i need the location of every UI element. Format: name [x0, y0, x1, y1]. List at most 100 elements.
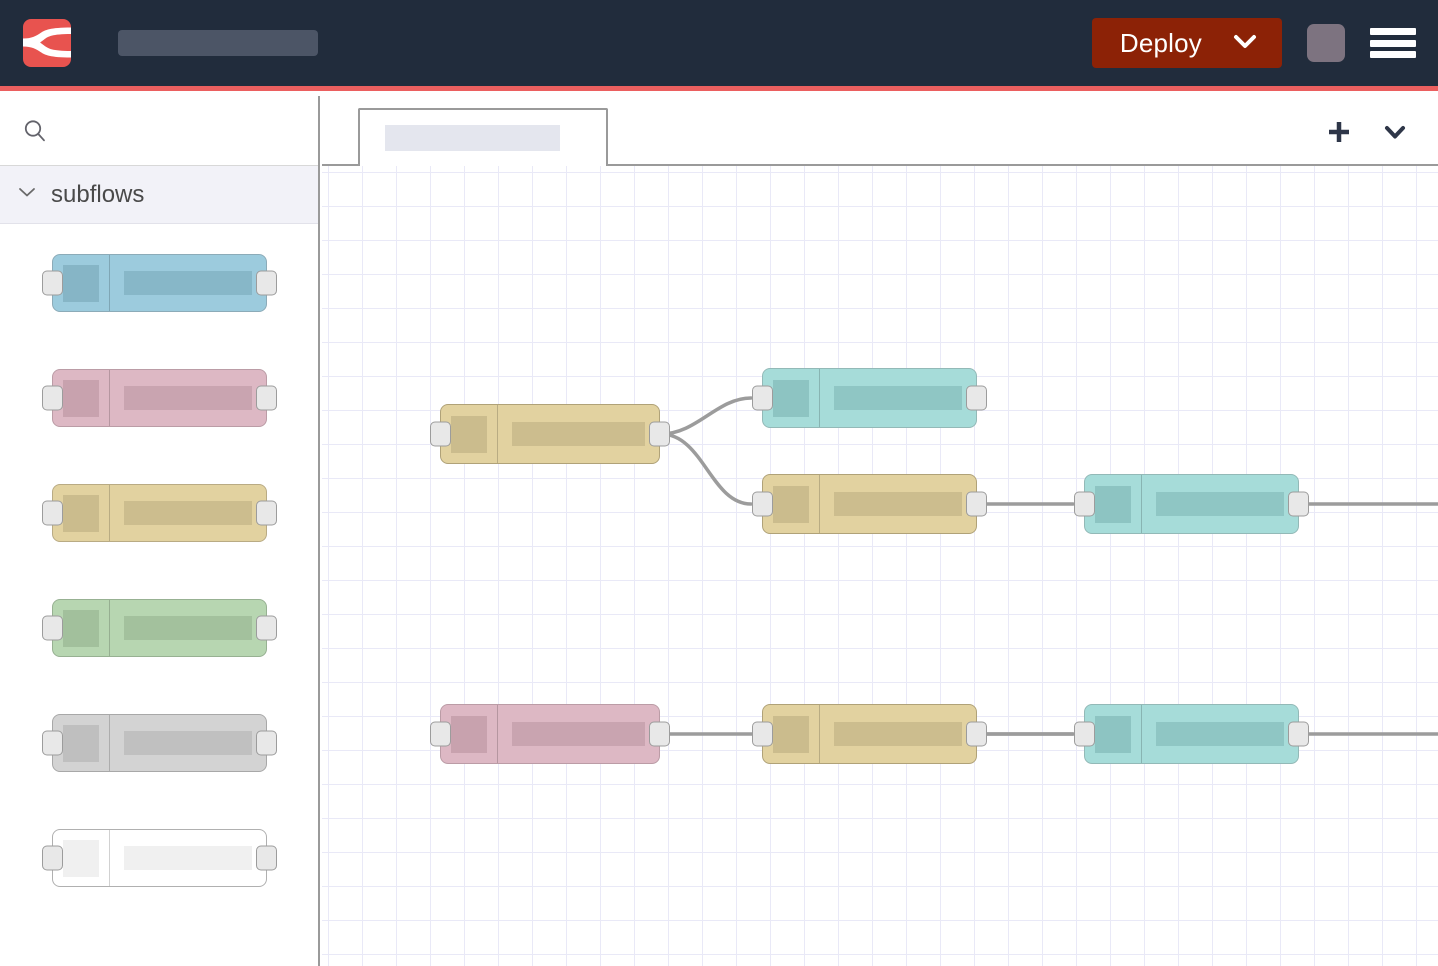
node-input-port[interactable]: [430, 721, 451, 747]
wire-source-to-top-cyan[interactable]: [659, 396, 753, 436]
canvas-node-mid-yellow[interactable]: [752, 474, 987, 534]
canvas-node-bottom-cyan[interactable]: [1074, 704, 1309, 764]
palette-node-4[interactable]: [42, 599, 277, 657]
node-output-port[interactable]: [649, 721, 670, 747]
chevron-down-icon[interactable]: [1380, 121, 1410, 148]
palette-node-icon: [53, 485, 110, 541]
palette-node-icon: [53, 600, 110, 656]
search-input[interactable]: [48, 120, 318, 141]
node-body: [498, 405, 659, 463]
node-output-port[interactable]: [649, 421, 670, 447]
palette-category-subflows[interactable]: subflows: [0, 166, 318, 224]
node-input-port[interactable]: [752, 491, 773, 517]
node-body: [1142, 475, 1298, 533]
palette-node-3[interactable]: [42, 484, 277, 542]
palette-node-output-port[interactable]: [256, 270, 277, 296]
palette-node-output-port[interactable]: [256, 730, 277, 756]
palette-node-icon: [53, 830, 110, 886]
node-icon: [441, 705, 498, 763]
deploy-button-label: Deploy: [1119, 28, 1202, 58]
palette-node-input-port[interactable]: [42, 845, 63, 871]
node-input-port[interactable]: [752, 721, 773, 747]
flow-tab-bar: [322, 96, 1438, 166]
palette-node-input-port[interactable]: [42, 270, 63, 296]
app-header: Deploy: [0, 0, 1438, 91]
node-output-port[interactable]: [966, 491, 987, 517]
plus-icon[interactable]: [1324, 117, 1354, 152]
canvas-node-mid-cyan[interactable]: [1074, 474, 1309, 534]
node-icon: [1085, 475, 1142, 533]
palette-node-label: [124, 386, 252, 410]
node-label: [834, 492, 962, 516]
flow-tab-active[interactable]: [358, 108, 608, 166]
tab-bar-underline: [322, 164, 1438, 166]
canvas-node-bottom-pink[interactable]: [430, 704, 670, 764]
palette-node-input-port[interactable]: [42, 615, 63, 641]
node-output-port[interactable]: [1288, 491, 1309, 517]
node-icon: [763, 369, 820, 427]
palette-node-input-port[interactable]: [42, 385, 63, 411]
palette-node-body: [110, 255, 266, 311]
chevron-down-icon[interactable]: [1230, 32, 1260, 55]
canvas-node-source-yellow[interactable]: [430, 404, 670, 464]
flow-tab-label: [385, 125, 560, 151]
palette-node-label: [124, 846, 252, 870]
palette-node-6[interactable]: [42, 829, 277, 887]
menu-bar-2: [1370, 39, 1416, 47]
chevron-down-icon: [16, 185, 38, 204]
node-output-port[interactable]: [966, 721, 987, 747]
palette-node-label: [124, 271, 252, 295]
node-label: [512, 722, 645, 746]
palette-node-label: [124, 616, 252, 640]
palette-node-label: [124, 731, 252, 755]
menu-bar-3: [1370, 51, 1416, 58]
user-avatar[interactable]: [1307, 24, 1345, 62]
node-body: [820, 475, 976, 533]
palette-node-icon: [53, 715, 110, 771]
workspace: [322, 96, 1438, 966]
node-input-port[interactable]: [1074, 491, 1095, 517]
node-icon: [763, 475, 820, 533]
palette-node-icon: [53, 370, 110, 426]
node-input-port[interactable]: [752, 385, 773, 411]
canvas-node-top-cyan[interactable]: [752, 368, 987, 428]
header-actions: Deploy: [1091, 18, 1416, 68]
palette-search-bar[interactable]: [0, 96, 318, 166]
flow-canvas[interactable]: [322, 166, 1438, 966]
palette-node-output-port[interactable]: [256, 615, 277, 641]
palette-node-1[interactable]: [42, 254, 277, 312]
palette-node-input-port[interactable]: [42, 500, 63, 526]
wire-source-to-mid-yellow[interactable]: [659, 432, 753, 506]
node-label: [512, 422, 645, 446]
flow-name-input[interactable]: [118, 30, 318, 56]
node-output-port[interactable]: [966, 385, 987, 411]
deploy-button[interactable]: Deploy: [1091, 18, 1282, 68]
node-label: [834, 722, 962, 746]
palette-category-label: subflows: [51, 180, 145, 208]
node-body: [1142, 705, 1298, 763]
palette-node-5[interactable]: [42, 714, 277, 772]
node-input-port[interactable]: [1074, 721, 1095, 747]
node-label: [1156, 492, 1284, 516]
node-body: [498, 705, 659, 763]
palette-node-body: [110, 715, 266, 771]
palette-node-output-port[interactable]: [256, 845, 277, 871]
search-icon: [22, 118, 48, 144]
palette-node-body: [110, 830, 266, 886]
palette-node-output-port[interactable]: [256, 385, 277, 411]
palette-node-body: [110, 370, 266, 426]
hamburger-menu-icon[interactable]: [1370, 25, 1416, 61]
palette-sidebar: subflows: [0, 96, 320, 966]
menu-bar-1: [1370, 28, 1416, 35]
node-body: [820, 369, 976, 427]
nodered-logo-icon[interactable]: [23, 19, 71, 67]
node-input-port[interactable]: [430, 421, 451, 447]
canvas-node-bottom-yellow[interactable]: [752, 704, 987, 764]
wire-layer: [659, 396, 1438, 736]
node-output-port[interactable]: [1288, 721, 1309, 747]
palette-node-output-port[interactable]: [256, 500, 277, 526]
palette-node-input-port[interactable]: [42, 730, 63, 756]
palette-node-2[interactable]: [42, 369, 277, 427]
node-body: [820, 705, 976, 763]
